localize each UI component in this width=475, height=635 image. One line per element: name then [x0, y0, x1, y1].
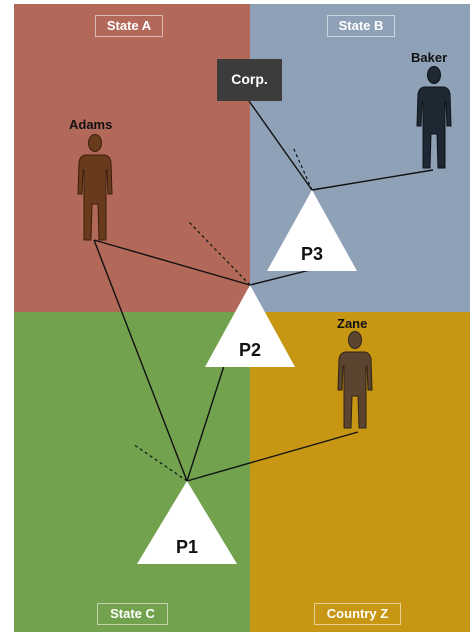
person-name-adams: Adams [69, 117, 113, 132]
link-p3-baker [311, 169, 434, 191]
node-p1-triangle [137, 481, 237, 564]
person-name-zane: Zane [337, 316, 368, 331]
link-p1-adams [93, 239, 188, 482]
link-p1-zane [186, 431, 359, 482]
link-p2-adams [93, 239, 251, 286]
node-p2-label: P2 [239, 340, 261, 360]
link-p2-p3 [249, 269, 311, 286]
dashed-edge-p1 [132, 443, 188, 482]
person-zane-icon [337, 331, 373, 429]
corp-label: Corp. [231, 71, 268, 87]
region-label-state-b: State B [327, 15, 395, 37]
region-state-a [14, 4, 250, 312]
node-p1-label: P1 [176, 537, 198, 557]
region-label-state-a: State A [95, 15, 163, 37]
dashed-edge-p3 [292, 146, 313, 191]
region-label-state-c: State C [97, 603, 168, 625]
person-adams-icon [77, 134, 113, 241]
node-p3-triangle [267, 190, 357, 271]
region-label-country-z: Country Z [314, 603, 401, 625]
link-p3-corp [248, 100, 313, 191]
person-name-baker: Baker [411, 50, 448, 65]
corp-box: Corp. [217, 59, 282, 101]
node-p3-label: P3 [301, 244, 323, 264]
person-baker-icon [416, 66, 452, 169]
node-p2-triangle [205, 285, 295, 367]
dashed-edge-p2 [187, 220, 251, 286]
